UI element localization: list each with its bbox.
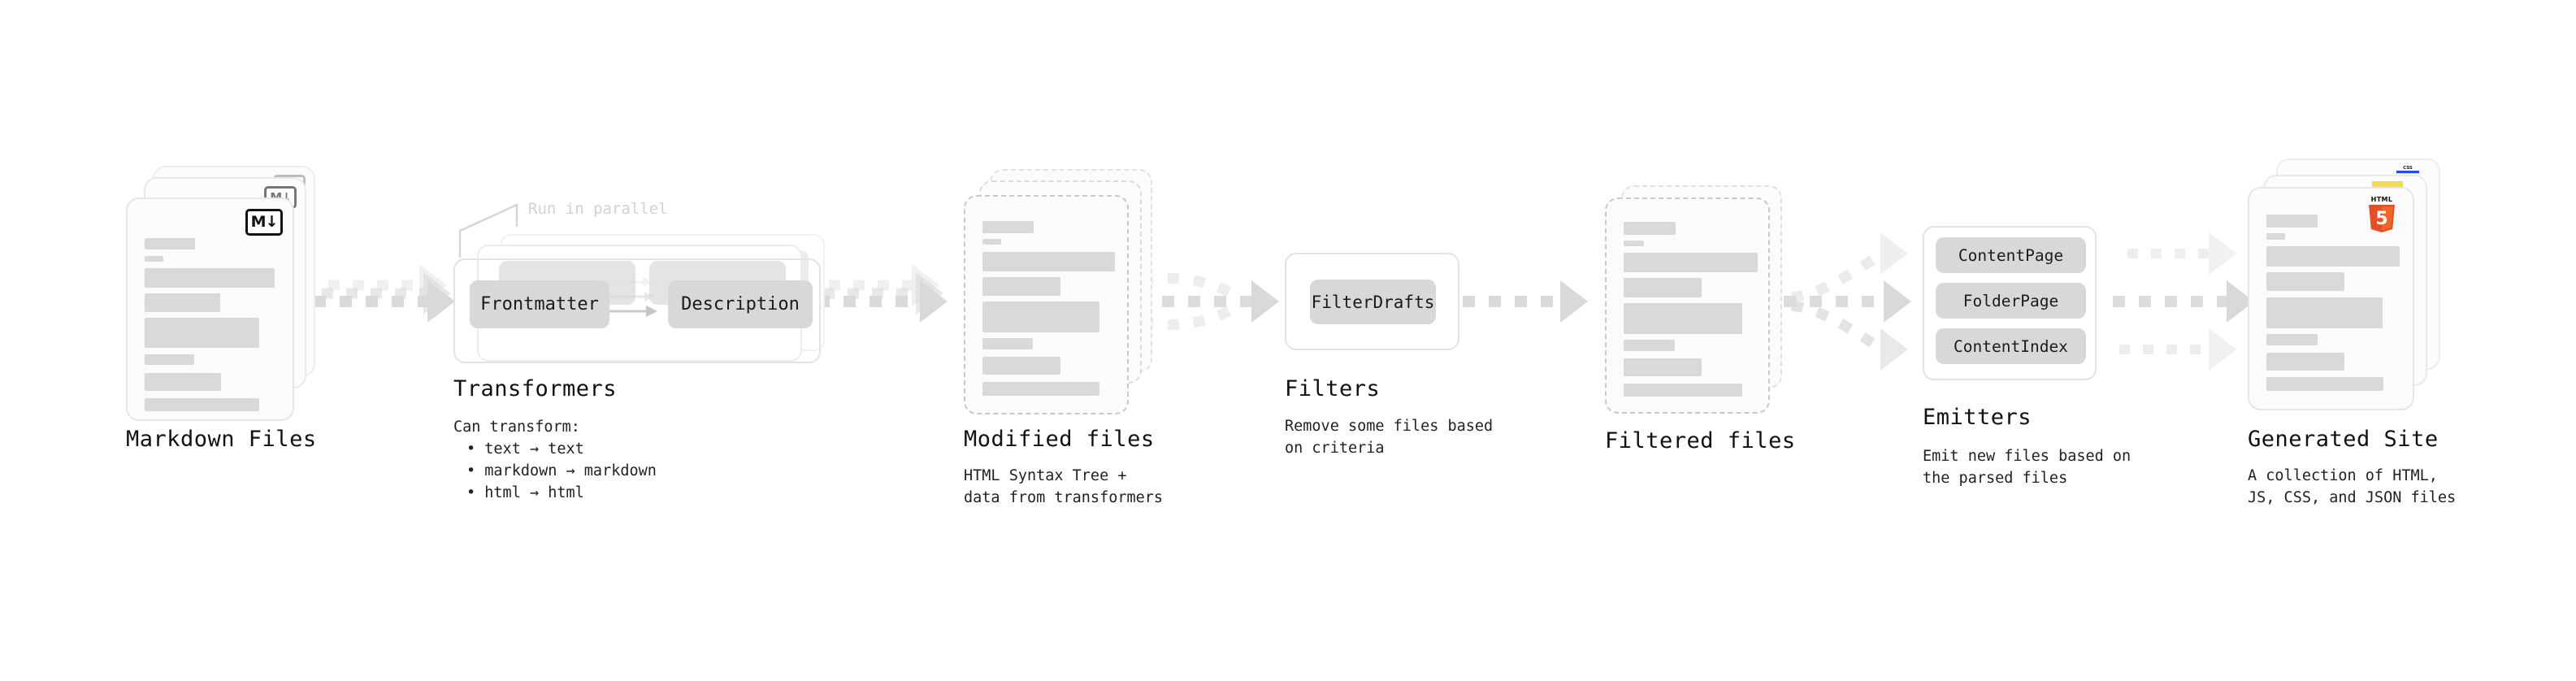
- svg-text:HTML: HTML: [2371, 196, 2393, 203]
- transformers-box: [453, 258, 821, 363]
- card-bar: [1624, 303, 1742, 334]
- emitters-subtitle: Emit new files based on the parsed files: [1923, 448, 2131, 487]
- run-in-parallel-bracket: [458, 203, 518, 258]
- emitter-chip-folderpage[interactable]: FolderPage: [1936, 283, 2086, 319]
- arrow-modified-to-filters: [1136, 272, 1279, 331]
- card-bar: [1624, 241, 1644, 246]
- markdown-card-front: M↓: [126, 197, 294, 421]
- site-card-front: HTML 5: [2248, 187, 2414, 410]
- card-bar: [2266, 353, 2344, 371]
- transformers-bullet-0: • text → text: [466, 440, 584, 458]
- transformer-chip-description[interactable]: Description: [668, 280, 813, 328]
- card-bar: [1624, 253, 1758, 272]
- stage-title-transformers: Transformers: [453, 376, 618, 401]
- card-bar: [145, 318, 259, 348]
- card-bar: [982, 338, 1033, 349]
- arrow-filtered-to-emitters: [1784, 232, 1911, 371]
- card-bar: [145, 354, 194, 365]
- emitter-chip-contentindex[interactable]: ContentIndex: [1936, 328, 2086, 364]
- transformer-inner-arrows: [605, 277, 657, 317]
- arrow-filters-to-filtered: [1463, 280, 1588, 323]
- svg-text:CSS: CSS: [2403, 166, 2413, 171]
- transformers-subtitle: Can transform:: [453, 419, 580, 436]
- filtered-card-front: [1605, 197, 1770, 414]
- stage-title-emitters: Emitters: [1923, 405, 2032, 430]
- filter-chip-filterdrafts[interactable]: FilterDrafts: [1310, 280, 1436, 324]
- stage-title-modified-files: Modified files: [964, 427, 1155, 452]
- card-bar: [1624, 358, 1702, 376]
- card-bar: [982, 239, 1001, 245]
- card-bar: [982, 301, 1099, 332]
- card-bar: [145, 373, 221, 391]
- card-bar: [982, 252, 1115, 271]
- card-bar: [1624, 384, 1742, 397]
- arrow-transformers-to-modified: [817, 264, 948, 323]
- generated-site-subtitle: A collection of HTML, JS, CSS, and JSON …: [2248, 467, 2457, 506]
- card-bar: [145, 293, 220, 312]
- card-bar: [982, 382, 1099, 396]
- card-bar: [2266, 246, 2400, 267]
- card-bar: [2266, 215, 2318, 228]
- card-bar: [2266, 297, 2383, 328]
- markdown-icon: M↓: [245, 209, 283, 236]
- modified-files-subtitle: HTML Syntax Tree + data from transformer…: [964, 467, 1164, 506]
- stage-title-filters: Filters: [1285, 376, 1381, 401]
- card-bar: [2266, 334, 2318, 345]
- stage-title-generated-site: Generated Site: [2248, 427, 2439, 452]
- card-bar: [2266, 377, 2383, 391]
- modified-card-front: [964, 195, 1129, 414]
- transformers-bullet-2: • html → html: [466, 484, 584, 501]
- card-bar: [2266, 272, 2344, 291]
- svg-text:5: 5: [2375, 209, 2387, 229]
- filters-subtitle: Remove some files based on criteria: [1285, 418, 1494, 457]
- card-bar: [145, 256, 163, 262]
- emitter-chip-contentpage[interactable]: ContentPage: [1936, 237, 2086, 273]
- card-bar: [2266, 233, 2285, 240]
- card-bar: [145, 238, 195, 249]
- html5-icon: HTML 5: [2369, 196, 2395, 232]
- stage-title-markdown-files: Markdown Files: [126, 427, 317, 452]
- run-in-parallel-label: Run in parallel: [528, 200, 668, 218]
- card-bar: [145, 268, 275, 288]
- card-bar: [1624, 278, 1702, 297]
- transformer-chip-frontmatter[interactable]: Frontmatter: [470, 280, 609, 328]
- card-bar: [982, 357, 1060, 375]
- transformers-bullet-1: • markdown → markdown: [466, 462, 657, 479]
- card-bar: [982, 277, 1060, 296]
- css3-icon: CSS: [2396, 166, 2419, 174]
- arrow-emitters-to-site: [2113, 232, 2254, 371]
- card-bar: [982, 221, 1034, 233]
- stage-title-filtered-files: Filtered files: [1605, 428, 1796, 453]
- card-bar: [1624, 222, 1676, 235]
- arrow-markdown-to-transformers: [314, 264, 455, 323]
- card-bar: [1624, 340, 1675, 351]
- card-bar: [145, 398, 259, 411]
